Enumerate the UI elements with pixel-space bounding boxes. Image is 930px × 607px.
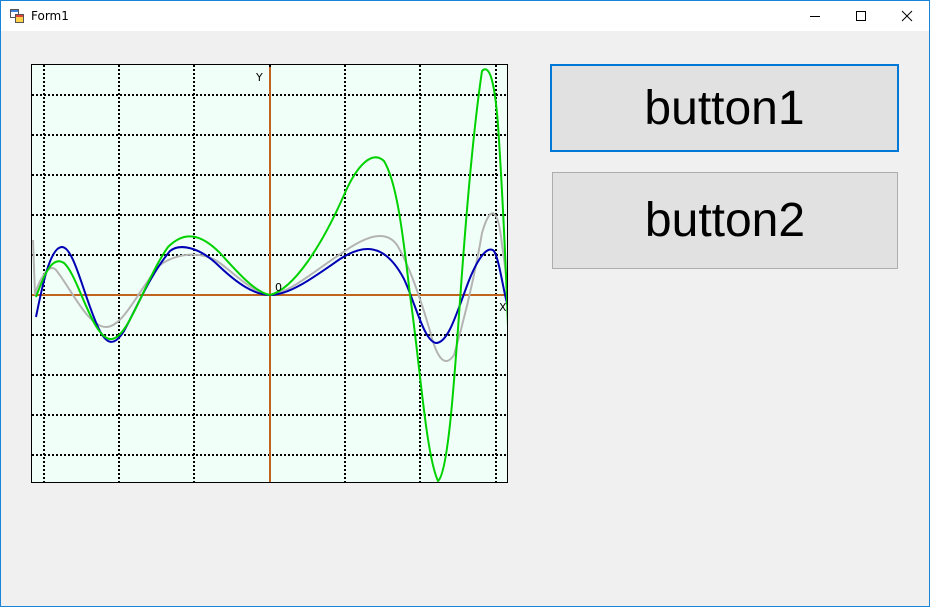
app-icon (10, 9, 24, 23)
close-icon (901, 10, 913, 22)
plot-area: Y 0 X (31, 64, 508, 483)
x-axis-label: X (499, 301, 507, 314)
origin-label: 0 (275, 281, 282, 294)
button1[interactable]: button1 (550, 64, 899, 152)
series-green-curve (35, 68, 507, 482)
title-bar[interactable]: Form1 (1, 1, 929, 31)
minimize-button[interactable] (792, 1, 838, 31)
plot-svg: Y 0 X (32, 65, 507, 482)
maximize-button[interactable] (838, 1, 884, 31)
minimize-icon (810, 16, 820, 17)
maximize-icon (856, 11, 866, 21)
series-gray-curve (32, 212, 507, 362)
grid-horizontal (32, 94, 507, 456)
button2[interactable]: button2 (552, 172, 898, 269)
window-title: Form1 (31, 9, 69, 23)
y-axis-label: Y (255, 71, 263, 84)
close-button[interactable] (884, 1, 929, 31)
